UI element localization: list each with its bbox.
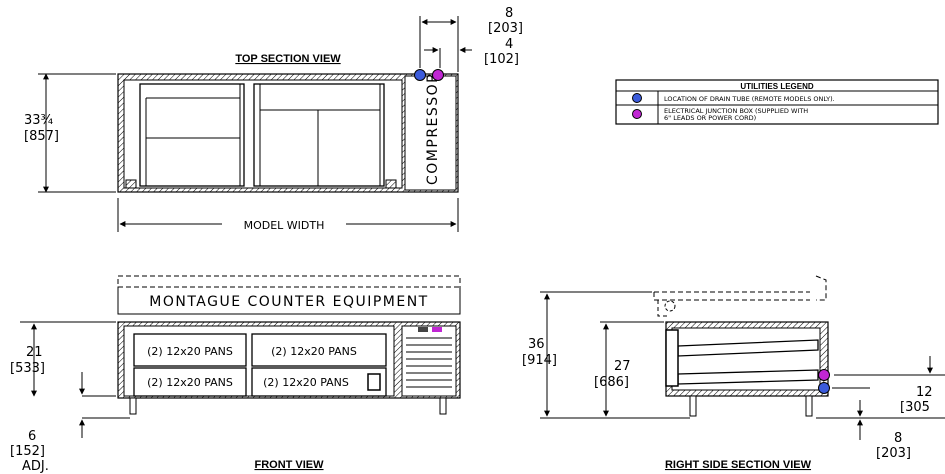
cabinet-interior [123, 79, 403, 189]
r1-mm: [305 [900, 400, 930, 415]
counter-top-outline [653, 275, 827, 301]
drawer-label: (2) 12x20 PANS [147, 376, 233, 389]
counter-equipment-label: MONTAGUE COUNTER EQUIPMENT [149, 294, 428, 310]
legend-item-junction-line2: 6" LEADS OR POWER CORD) [664, 114, 756, 122]
drawer-label: (2) 12x20 PANS [147, 345, 233, 358]
right-drawer-frame [253, 83, 385, 187]
utilities-legend: UTILITIES LEGEND LOCATION OF DRAIN TUBE … [615, 79, 939, 125]
depth-mm: [857] [24, 129, 59, 144]
left-drawer-frame [139, 83, 245, 187]
leg-adj: ADJ. [22, 459, 49, 474]
r1-inches: 12 [916, 385, 933, 400]
r2-inches: 8 [894, 431, 902, 446]
overall-height-mm: [914] [522, 353, 557, 368]
compressor-bay [404, 75, 457, 191]
compressor-label: COMPRESSOR [425, 72, 441, 185]
drain-tube-marker-icon [414, 69, 426, 81]
top-section-view: TOP SECTION VIEW COMPRESSOR 33¾ [857] M [24, 6, 523, 232]
model-width-label: MODEL WIDTH [244, 219, 325, 232]
legend-item-junction-line1: ELECTRICAL JUNCTION BOX (SUPPLIED WITH [664, 107, 808, 115]
junction-box-marker-icon [432, 69, 444, 81]
drawer-label: (2) 12x20 PANS [263, 376, 349, 389]
side-view-title: RIGHT SIDE SECTION VIEW [665, 459, 812, 471]
offset-a-inches: 8 [505, 6, 513, 21]
offset-b-inches: 4 [505, 37, 513, 52]
junction-box-icon [632, 109, 642, 119]
front-view: MONTAGUE COUNTER EQUIPMENT (2) 12x20 PAN… [10, 275, 461, 474]
drawer-front [133, 333, 247, 367]
r2-mm: [203] [876, 446, 911, 461]
offset-a-mm: [203] [488, 21, 523, 36]
legend-title: UTILITIES LEGEND [740, 82, 814, 91]
offset-b-mm: [102] [484, 52, 519, 67]
legend-item-drain-text: LOCATION OF DRAIN TUBE (REMOTE MODELS ON… [664, 95, 835, 103]
body-height-inches: 27 [614, 359, 631, 374]
drain-tube-icon [632, 93, 642, 103]
leg-mm: [152] [10, 444, 45, 459]
leg-inches: 6 [28, 429, 36, 444]
drawer-label: (2) 12x20 PANS [271, 345, 357, 358]
drain-tube-marker-icon [818, 382, 830, 394]
compressor-grille [401, 325, 457, 397]
drawer-front [251, 333, 387, 367]
height-mm: [533] [10, 361, 45, 376]
top-view-title: TOP SECTION VIEW [235, 53, 341, 65]
overall-height-inches: 36 [528, 337, 545, 352]
drawer-front [133, 367, 247, 397]
depth-inches: 33¾ [24, 113, 54, 128]
body-height-mm: [686] [594, 375, 629, 390]
right-side-section-view: 36 [914] 27 [686] 12 [305 8 [203] RIGHT … [522, 275, 945, 471]
front-view-title: FRONT VIEW [254, 459, 324, 471]
drawer-front [251, 367, 387, 397]
junction-box-marker-icon [818, 369, 830, 381]
height-inches: 21 [26, 345, 43, 360]
lock-icon [367, 373, 381, 391]
